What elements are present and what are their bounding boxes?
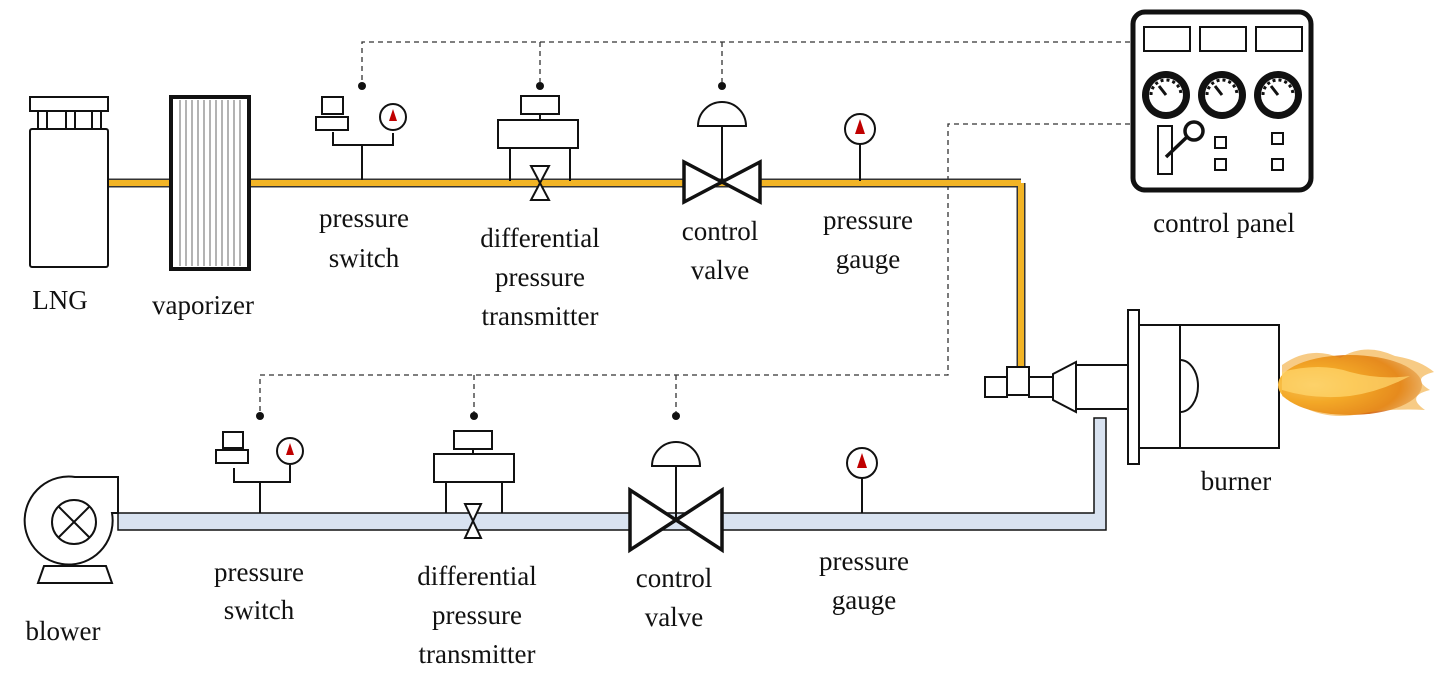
gas-dp-transmitter [497, 95, 579, 201]
gas-dp-transmitter-label: pressure [495, 262, 585, 292]
blower-icon [23, 475, 119, 584]
air-pressure-switch-label: pressure [214, 557, 304, 587]
air-pressure-gauge-label: gauge [832, 585, 896, 615]
air-pressure-gauge-label: pressure [819, 546, 909, 576]
gas-pressure-switch [315, 96, 407, 180]
gas-pressure-switch-label: switch [329, 243, 400, 273]
air-dp-transmitter-label: pressure [432, 600, 522, 630]
lng-label: LNG [32, 285, 88, 315]
blower-label: blower [26, 616, 101, 646]
gas-control-valve-label: valve [691, 255, 749, 285]
gas-pressure-gauge-label: pressure [823, 205, 913, 235]
flame-icon [1278, 349, 1434, 416]
gas-pipe [105, 178, 1026, 372]
gas-dp-transmitter-label: transmitter [482, 301, 599, 331]
dial-icon [1142, 71, 1190, 119]
air-dp-transmitter-label: transmitter [419, 639, 536, 669]
air-pressure-switch [215, 431, 304, 513]
lng-tank [29, 96, 109, 268]
air-control-valve [628, 441, 724, 554]
gauge-needle-icon [389, 109, 397, 121]
gas-control-valve [682, 101, 762, 205]
air-control-valve-label: valve [645, 602, 703, 632]
control-panel-label: control panel [1153, 208, 1295, 238]
vaporizer [169, 95, 251, 271]
gas-dp-transmitter-label: differential [480, 223, 599, 253]
dial-icon [1254, 71, 1302, 119]
gas-control-valve-label: control [682, 216, 758, 246]
air-pressure-gauge [846, 447, 878, 513]
gas-pressure-gauge [844, 113, 876, 181]
air-control-valve-label: control [636, 563, 712, 593]
air-pressure-switch-label: switch [224, 595, 295, 625]
air-dp-transmitter [433, 430, 515, 539]
gas-pressure-gauge-label: gauge [836, 244, 900, 274]
signal-lines [256, 41, 1130, 420]
dial-icon [1198, 71, 1246, 119]
air-pipe [117, 417, 1107, 531]
vaporizer-label: vaporizer [152, 290, 254, 320]
control-panel [1130, 9, 1314, 193]
gas-pressure-switch-label: pressure [319, 203, 409, 233]
burner [984, 309, 1280, 465]
burner-label: burner [1201, 466, 1271, 496]
labels: LNG vaporizer control panel burner blowe… [26, 203, 1295, 669]
air-dp-transmitter-label: differential [417, 561, 536, 591]
